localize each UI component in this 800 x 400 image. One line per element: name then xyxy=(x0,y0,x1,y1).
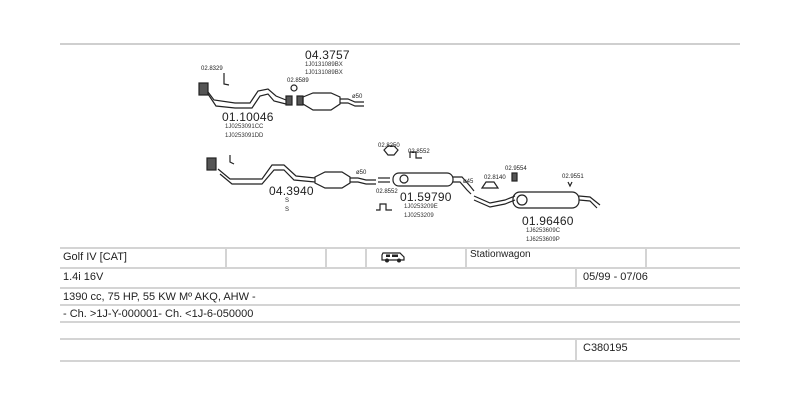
rear-silencer-drawing xyxy=(473,172,601,209)
diameter-label: ø50 xyxy=(352,94,363,100)
oem-number: 1J0253209 xyxy=(404,213,434,219)
catalyst-top-drawing xyxy=(290,84,364,111)
table-row: C380195 xyxy=(60,338,740,362)
accessory-label: 02.8329 xyxy=(201,66,223,72)
accessory-label: 02.8140 xyxy=(484,175,506,181)
top-divider xyxy=(60,43,740,45)
table-row: Golf IV [CAT] Stationwagon xyxy=(60,247,740,269)
oem-number: S xyxy=(285,207,290,213)
part-number-front-pipe: 01.10046 xyxy=(222,110,274,124)
part-number-catalyst-bottom: 04.3940 xyxy=(269,184,314,198)
oem-number: 1J0253091DD xyxy=(225,133,264,139)
model-cell: Golf IV [CAT] xyxy=(63,251,127,263)
oem-number: 1J6253609C xyxy=(526,228,561,234)
code-cell: C380195 xyxy=(575,340,740,360)
accessory-label: 02.9551 xyxy=(562,174,584,180)
specs-cell: 1390 cc, 75 HP, 55 KW Mº AKQ, AHW - xyxy=(63,291,256,303)
part-number-middle-silencer: 01.59790 xyxy=(400,190,452,204)
part-number-catalyst-top: 04.3757 xyxy=(305,48,350,62)
middle-silencer-drawing xyxy=(376,145,475,211)
oem-number: 1J6253609P xyxy=(526,237,560,243)
empty-cell xyxy=(225,249,325,269)
accessory-label: 02.9554 xyxy=(505,166,527,172)
years-cell: 05/99 - 07/06 xyxy=(575,269,740,289)
oem-number: S xyxy=(285,198,290,204)
van-icon xyxy=(381,252,405,263)
exhaust-drawing xyxy=(198,73,601,211)
diameter-label: ø45 xyxy=(463,179,474,185)
exhaust-diagram: 02.8329 04.3757 1J0131089BX 1J0131089BX … xyxy=(198,48,601,243)
accessory-label: 02.8552 xyxy=(376,189,398,195)
table-row: - Ch. >1J-Y-000001- Ch. <1J-6-050000 xyxy=(60,304,740,323)
empty-cell xyxy=(645,249,740,269)
engine-cell: 1.4i 16V xyxy=(63,271,104,283)
table-row: 1390 cc, 75 HP, 55 KW Mº AKQ, AHW - xyxy=(60,287,740,306)
front-pipe-top-drawing xyxy=(198,73,293,109)
body-type-cell: Stationwagon xyxy=(465,249,645,269)
empty-cell xyxy=(325,249,365,269)
front-pipe-bottom-drawing xyxy=(206,155,376,189)
chassis-cell: - Ch. >1J-Y-000001- Ch. <1J-6-050000 xyxy=(63,308,254,320)
accessory-label: 02.8250 xyxy=(378,143,400,149)
accessory-label: 02.8589 xyxy=(287,78,309,84)
oem-number: 1J0253209E xyxy=(404,204,438,210)
vehicle-icon-cell xyxy=(365,249,465,269)
table-row: 1.4i 16V 05/99 - 07/06 xyxy=(60,267,740,289)
empty-cell xyxy=(60,340,575,360)
oem-number: 1J0131089BX xyxy=(305,62,343,68)
accessory-label: 02.8552 xyxy=(408,149,430,155)
part-number-rear-silencer: 01.96460 xyxy=(522,214,574,228)
table-row xyxy=(60,321,740,340)
diameter-label: ø50 xyxy=(356,170,367,176)
oem-number: 1J0131089BX xyxy=(305,70,343,76)
oem-number: 1J0253091CC xyxy=(225,124,264,130)
